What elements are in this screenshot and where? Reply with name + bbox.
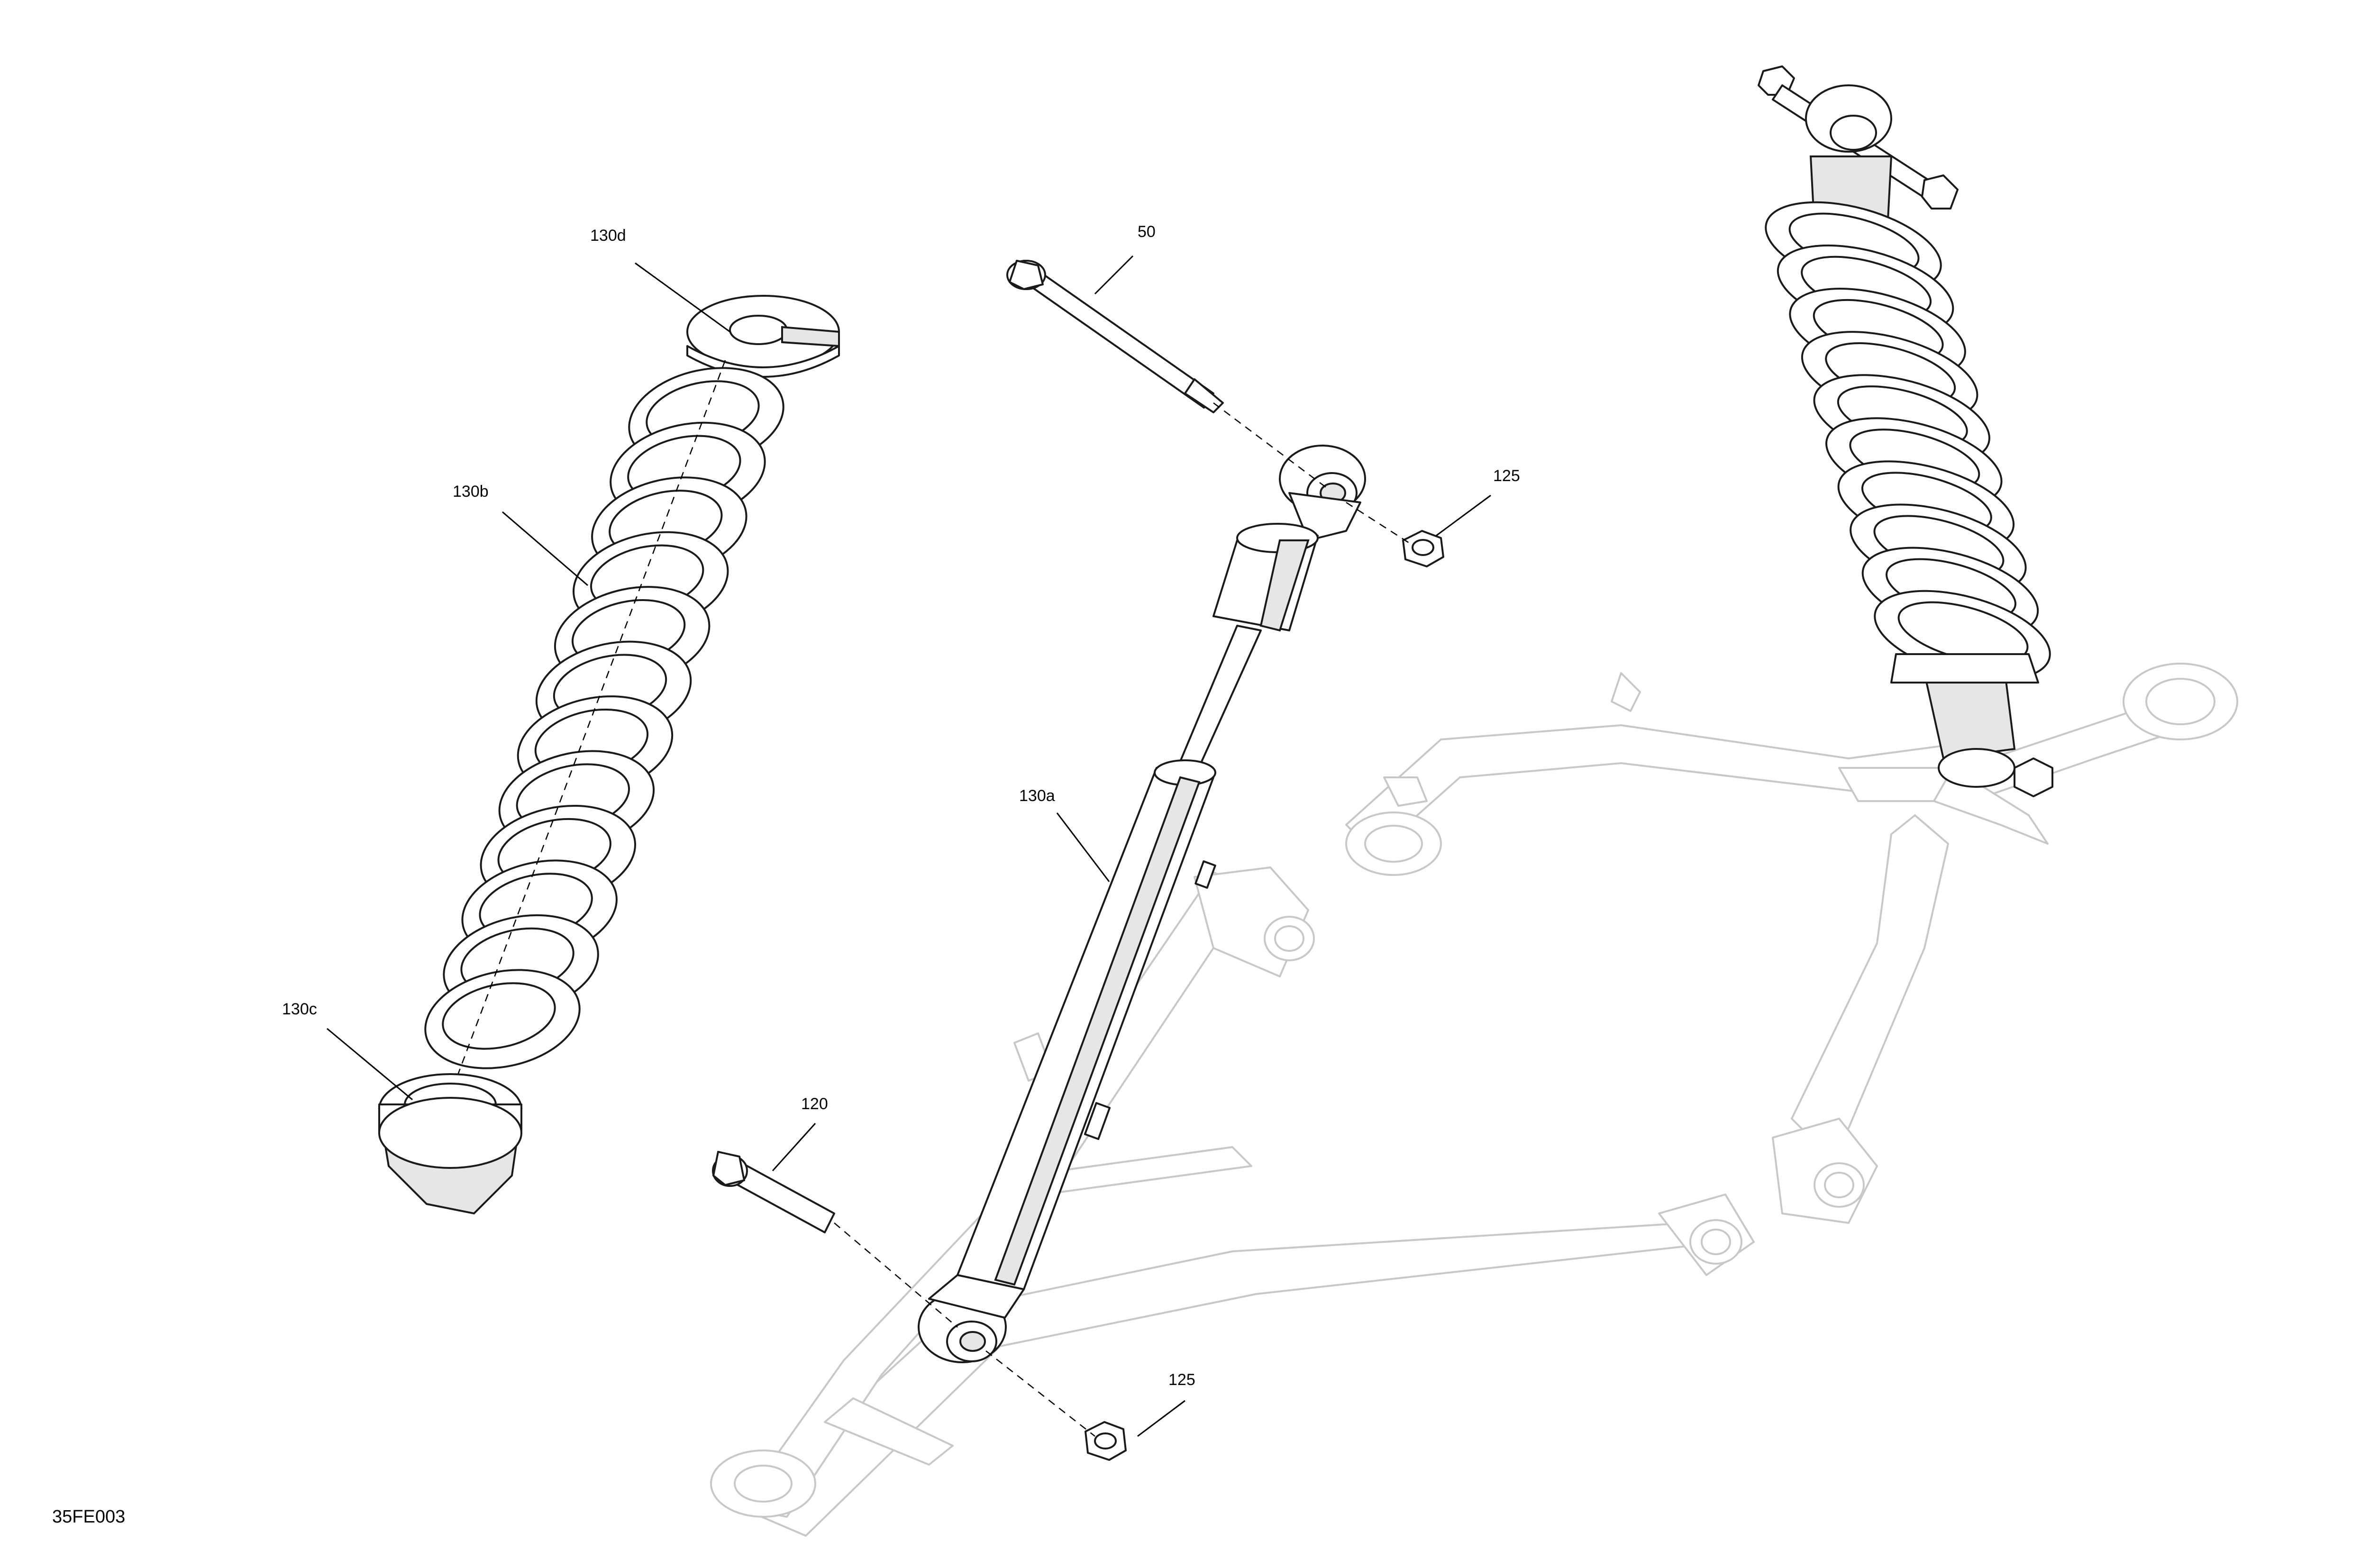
callout-50: 50	[1138, 223, 1156, 241]
callout-125-top: 125	[1493, 467, 1520, 485]
nut-icon-lower	[1085, 1421, 1127, 1461]
leader-125-top	[1436, 494, 1491, 537]
leader-130a	[1056, 812, 1110, 882]
diagram-code: 35FE003	[52, 1507, 125, 1527]
bolt-icon	[1006, 260, 1224, 413]
leader-120	[772, 1122, 816, 1172]
leader-125-bottom	[1137, 1400, 1185, 1437]
shock-absorber-icon	[918, 445, 1366, 1363]
coil-spring-icon	[424, 360, 784, 1133]
spring-coil-inner	[442, 982, 556, 1050]
leader-130c	[327, 1028, 413, 1101]
spring-retainer-icon	[686, 295, 840, 378]
assembly-axes	[834, 402, 1413, 1437]
callout-130b: 130b	[453, 483, 489, 501]
leader-50	[1094, 255, 1134, 295]
callout-130c: 130c	[282, 1000, 317, 1018]
bolt-icon-lower	[712, 1151, 835, 1233]
nut-icon	[1402, 530, 1444, 567]
assembled-shock-icon	[1758, 65, 2053, 797]
callout-130a: 130a	[1019, 787, 1055, 805]
spring-coil-turn	[424, 969, 581, 1069]
callout-130d: 130d	[590, 227, 626, 245]
callout-labels: 130d 130b 130c 50 125 130a 120 125	[282, 223, 1520, 1389]
leader-130d	[635, 262, 730, 333]
leader-lines	[327, 255, 1491, 1437]
upper-a-arm-ghost	[1345, 663, 2238, 1224]
a-arm-icon	[710, 866, 1755, 1537]
callout-125-bottom: 125	[1168, 1371, 1195, 1389]
callout-120: 120	[801, 1095, 828, 1113]
leader-130b	[502, 511, 588, 586]
spring-seat-icon	[378, 1073, 523, 1215]
